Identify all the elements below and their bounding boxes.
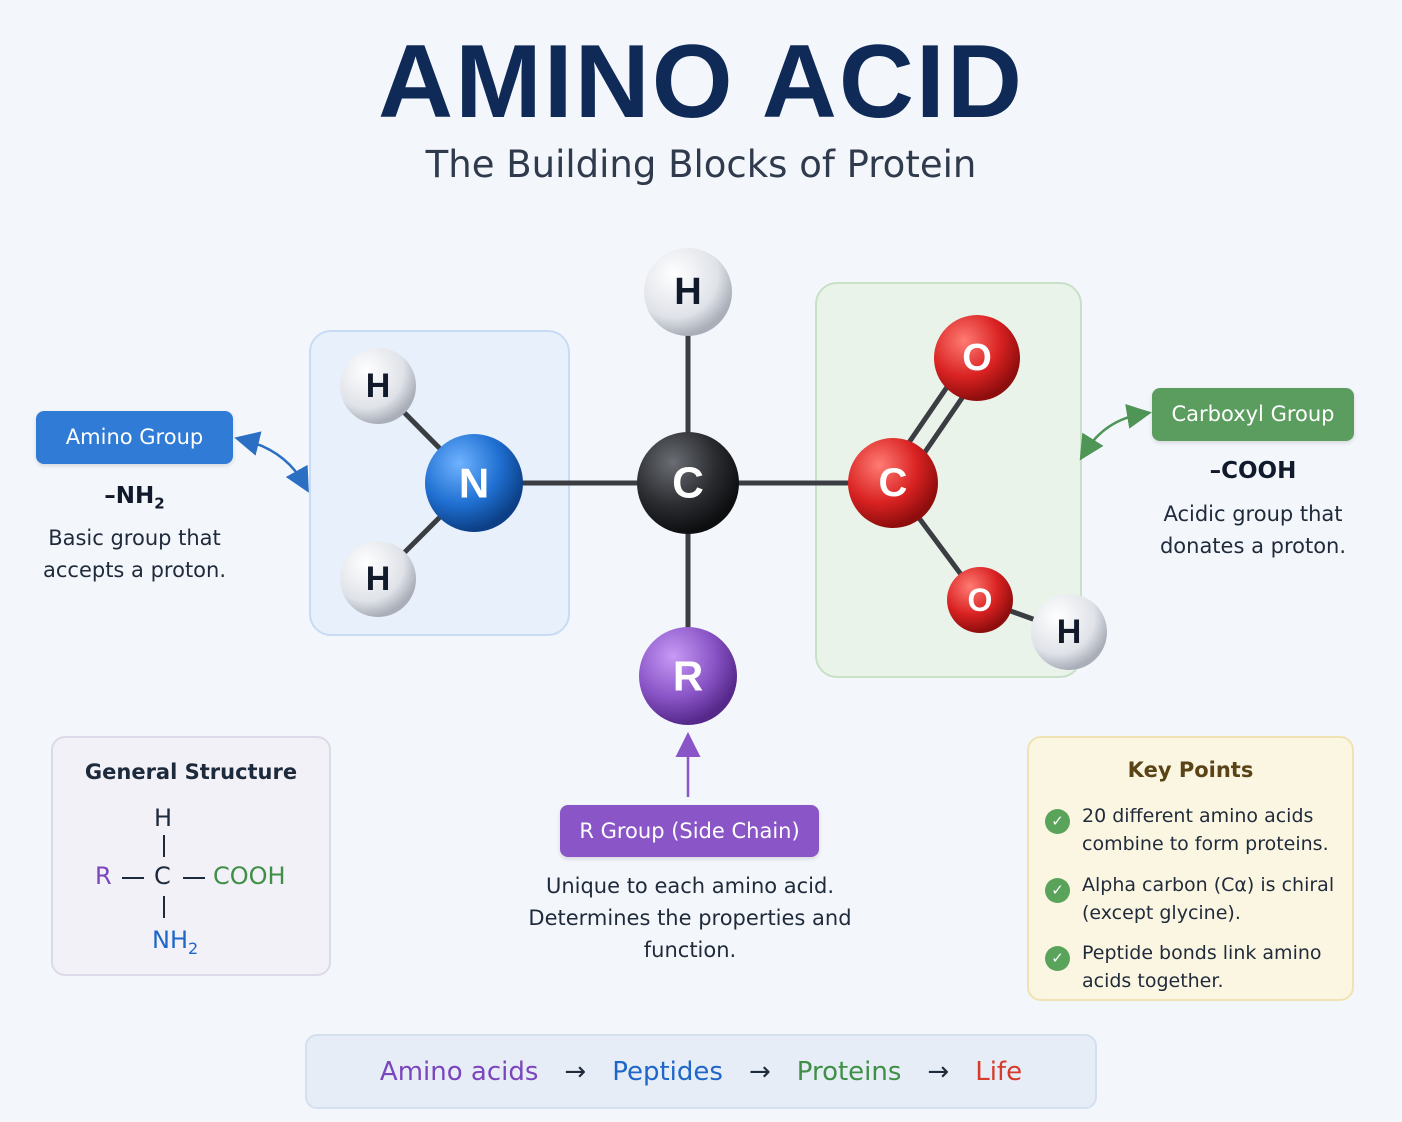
gs-bond-left	[122, 877, 144, 879]
label-carboxyl-c: C	[879, 461, 908, 505]
atom-h-oh	[1031, 594, 1107, 670]
atom-h-n-lower	[340, 541, 416, 617]
carboxyl-group-tag: Carboxyl Group	[1152, 388, 1354, 441]
label-o-double: O	[962, 337, 992, 379]
page-subtitle: The Building Blocks of Protein	[425, 143, 977, 186]
key-points-title: Key Points	[1127, 758, 1254, 782]
atom-carboxyl-c	[848, 438, 938, 528]
atom-o-double	[934, 315, 1020, 401]
flow-step-peptides: Peptides	[612, 1056, 723, 1087]
gs-r: R	[95, 862, 112, 890]
label-r: R	[673, 653, 703, 700]
flow-step-amino-acids: Amino acids	[379, 1056, 539, 1087]
label-n: N	[459, 460, 489, 507]
atom-r	[639, 627, 737, 725]
carboxyl-connector-arrow	[1079, 404, 1152, 461]
key-points-card: Key Points ✓ 20 different amino acids co…	[1027, 736, 1354, 1001]
label-h-n-lower: H	[366, 560, 391, 598]
atom-h-top	[644, 248, 732, 336]
check-icon: ✓	[1045, 809, 1070, 834]
label-h-top: H	[674, 271, 701, 313]
gs-c: C	[154, 862, 171, 890]
amino-group-description: Basic group that accepts a proton.	[42, 526, 227, 582]
atom-n	[425, 434, 523, 532]
atom-o-single	[947, 567, 1013, 633]
general-structure-title: General Structure	[84, 760, 298, 784]
right-arrow-icon: →	[927, 1056, 950, 1087]
r-group-tag: R Group (Side Chain)	[560, 805, 819, 857]
r-group-description: Unique to each amino acid. Determines th…	[528, 874, 852, 962]
check-icon: ✓	[1045, 946, 1070, 971]
amino-group-formula: –NH2	[104, 483, 165, 513]
page-title: AMINO ACID	[378, 24, 1024, 140]
atom-alpha-c	[637, 432, 739, 534]
right-arrow-icon: →	[748, 1056, 771, 1087]
label-h-n-upper: H	[366, 367, 391, 405]
flow-step-proteins: Proteins	[796, 1056, 902, 1087]
gs-cooh: COOH	[213, 862, 286, 890]
check-icon: ✓	[1045, 878, 1070, 903]
atom-h-n-upper	[340, 348, 416, 424]
carboxyl-group-description: Acidic group that donates a proton.	[1159, 502, 1347, 558]
gs-nh2: NH2	[152, 926, 199, 958]
label-h-oh: H	[1057, 613, 1082, 651]
amino-connector-arrow	[234, 431, 309, 493]
label-o-single: O	[968, 582, 993, 618]
flow-banner: Amino acids → Peptides → Proteins → Life	[305, 1034, 1097, 1109]
gs-bond-bottom	[163, 896, 165, 918]
gs-top-h: H	[154, 804, 173, 832]
general-structure-card: General Structure H R C COOH NH2	[51, 736, 331, 976]
gs-bond-top	[163, 835, 165, 857]
right-arrow-icon: →	[564, 1056, 587, 1087]
carboxyl-group-formula: –COOH	[1209, 458, 1297, 484]
gs-bond-right	[183, 877, 205, 879]
label-alpha-c: C	[672, 459, 704, 508]
amino-group-tag: Amino Group	[36, 411, 233, 464]
flow-step-life: Life	[975, 1056, 1023, 1087]
